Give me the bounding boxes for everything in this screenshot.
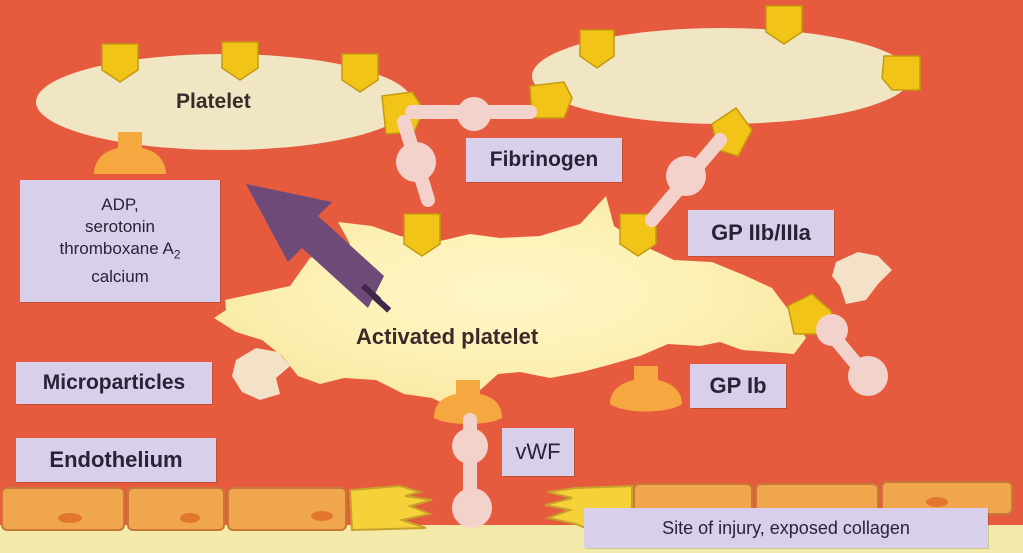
resting-platelet-left [36, 54, 412, 150]
platelet-label: Platelet [176, 90, 251, 113]
vwf-molecule-right [816, 314, 888, 396]
gp-iib-iiia-receptor [765, 5, 803, 45]
fibrinogen-molecules [396, 97, 727, 227]
gp-ib-receptor [610, 366, 682, 412]
gp-ib-label: GP Ib [690, 364, 786, 408]
fibrinogen-molecule [666, 156, 706, 196]
gp-ib-receptor [94, 132, 166, 174]
gp-iib-iiia-receptor [403, 213, 441, 257]
gp-iib-iiia-receptor [381, 91, 425, 135]
microparticle [232, 348, 290, 400]
mediator-thromboxane: thromboxane A2 [59, 239, 181, 262]
gp-iib-iiia-receptor [101, 43, 139, 83]
gp-iib-iiia-receptor [579, 29, 615, 69]
endothelial-cell [127, 487, 225, 531]
cell-nucleus [311, 511, 333, 521]
endothelial-cell [227, 487, 347, 531]
endothelium-label: Endothelium [16, 438, 216, 482]
site-of-injury-label: Site of injury, exposed collagen [584, 508, 988, 548]
gp-iib-iiia-label: GP IIb/IIIa [688, 210, 834, 256]
torn-endothelial-cell [348, 484, 434, 532]
release-arrow [246, 184, 392, 313]
mediator-calcium: calcium [91, 266, 149, 286]
resting-platelet-right [532, 28, 912, 124]
vwf-molecule [452, 413, 492, 528]
mediators-label: ADP, serotonin thromboxane A2 calcium [20, 180, 220, 302]
cell-nucleus [926, 497, 948, 507]
microparticles-label: Microparticles [16, 362, 212, 404]
gp-ib-receptor [434, 380, 502, 424]
activated-platelet-label: Activated platelet [356, 324, 539, 349]
gp-iib-iiia-receptor [221, 41, 259, 81]
microparticle [832, 252, 892, 304]
cell-nucleus [58, 513, 82, 523]
fibrinogen-molecule [457, 97, 491, 131]
mediator-adp: ADP, [101, 195, 139, 215]
fibrinogen-label: Fibrinogen [466, 138, 622, 182]
endothelial-cell [1, 487, 125, 531]
gp-iib-iiia-receptor [341, 53, 379, 93]
mediator-serotonin: serotonin [85, 217, 155, 237]
activated-platelet-body [214, 196, 806, 410]
vwf-label: vWF [502, 428, 574, 476]
fibrinogen-molecule [396, 142, 436, 182]
gp-iib-iiia-receptor [881, 55, 921, 91]
cell-nucleus [180, 513, 200, 523]
endothelial-cells [1, 481, 1013, 532]
